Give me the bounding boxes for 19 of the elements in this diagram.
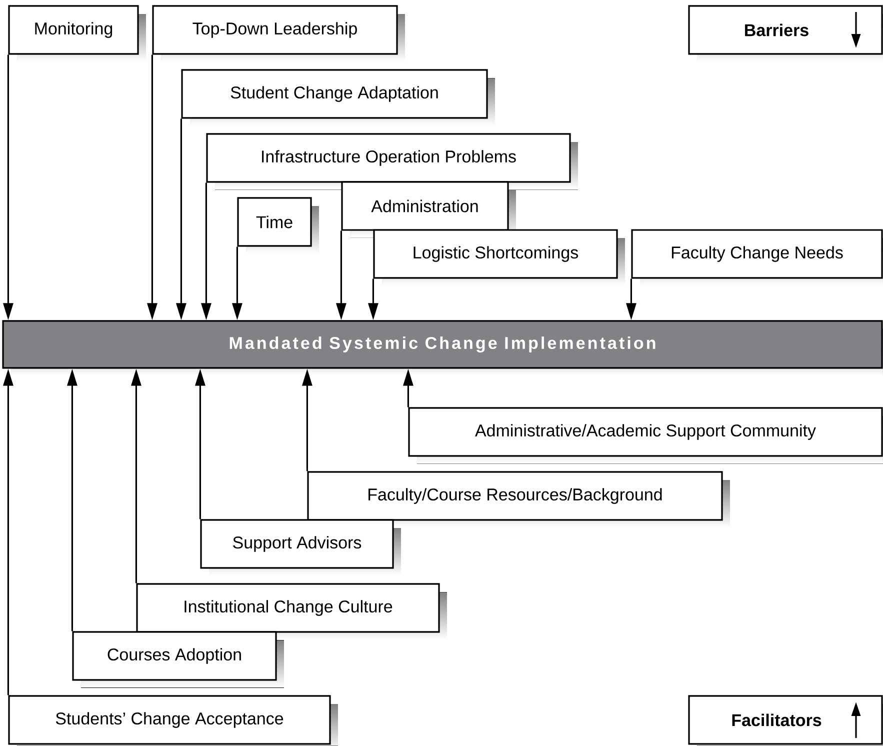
factor-box: Administration xyxy=(341,181,516,238)
node-label: Administrative/Academic Support Community xyxy=(475,424,816,440)
factor-box: Student Change Adaptation xyxy=(181,69,495,126)
factor-box: Support Advisors xyxy=(200,519,401,576)
main-bar: Mandated Systemic Change Implementation xyxy=(2,320,883,376)
factor-box: Top-Down Leadership xyxy=(152,5,405,62)
legend-text: Facilitators xyxy=(732,714,822,726)
factor-box: Students’ Change Acceptance xyxy=(8,695,338,746)
factor-box: Logistic Shortcomings xyxy=(373,229,625,286)
factor-box: Faculty/Course Resources/Background xyxy=(307,471,730,528)
legend-text: Barriers xyxy=(745,24,808,36)
factor-box: Courses Adoption xyxy=(72,631,284,688)
factor-box: Infrastructure Operation Problems xyxy=(206,133,578,190)
factor-box: Monitoring xyxy=(8,5,146,62)
factor-box: Institutional Change Culture xyxy=(136,583,447,640)
factor-box: Faculty Change Needs xyxy=(631,229,883,286)
factor-box: Administrative/Academic Support Community xyxy=(408,407,883,464)
node-label: Faculty Change Needs xyxy=(672,246,843,262)
factor-box: Time xyxy=(237,197,319,254)
